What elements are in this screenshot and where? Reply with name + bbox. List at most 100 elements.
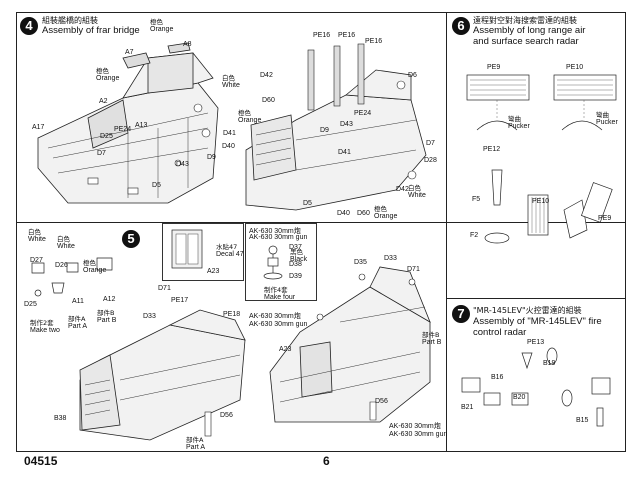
- label-d60: D60: [262, 97, 275, 104]
- label-pe16-2: PE16: [338, 32, 356, 39]
- label-gun-title-cn: AK-630 30mm炮: [249, 228, 301, 235]
- step-7-radar-drawing: [461, 347, 611, 427]
- step-4-title-en: Assembly of frar bridge: [42, 25, 140, 36]
- label-b38: B38: [54, 415, 67, 422]
- label-d39: D39: [289, 273, 302, 280]
- instruction-sheet-frame: [16, 12, 626, 452]
- label-pe24: PE24: [114, 126, 132, 133]
- step-7-title-en-1: Assembly of "MR-145LEV" fire: [473, 316, 602, 327]
- label-d56-right: D56: [375, 398, 388, 405]
- label-b19: B19: [543, 360, 556, 367]
- step-7-number: 7: [452, 305, 470, 323]
- gun-inset-box: [245, 223, 317, 301]
- label-a17: A17: [32, 124, 45, 131]
- label-a23-main: A23: [279, 346, 292, 353]
- label-d27: D27: [30, 257, 43, 264]
- label-d43: D43: [176, 161, 189, 168]
- label-d71-right: D71: [407, 266, 420, 273]
- label-d9: D9: [207, 154, 216, 161]
- label-a8: A8: [183, 41, 192, 48]
- label-d25: D25: [100, 133, 113, 140]
- label-d9-right: D9: [320, 127, 329, 134]
- label-d71: D71: [158, 285, 171, 292]
- kit-code: 04515: [24, 454, 58, 468]
- step-6-title-en-1: Assembly of long range air: [473, 25, 586, 36]
- label-pe16-3: PE16: [365, 38, 383, 45]
- step-7-title-cn: "MR-145LEV"火控雷達的組裝: [473, 306, 582, 315]
- step-4-bridge-drawing-right: [245, 43, 427, 211]
- label-a2: A2: [99, 98, 108, 105]
- step-6-title-en-2: and surface search radar: [473, 36, 579, 47]
- label-pe9: PE9: [487, 64, 501, 71]
- step-5-number: 5: [122, 230, 140, 248]
- step-4-title-cn: 組裝艦橋的組裝: [42, 16, 98, 25]
- step-5-hull-drawing-left: [79, 309, 246, 441]
- label-b21: B21: [461, 404, 474, 411]
- label-a7: A7: [125, 49, 134, 56]
- label-pe12: PE12: [483, 146, 501, 153]
- page-number: 6: [323, 454, 330, 468]
- label-pe17: PE17: [171, 297, 189, 304]
- label-d33-right: D33: [384, 255, 397, 262]
- step-6-radar-drawing: [466, 74, 617, 244]
- label-a12: A12: [103, 296, 116, 303]
- label-d43-right: D43: [340, 121, 353, 128]
- label-pe16-1: PE16: [313, 32, 331, 39]
- label-f5: F5: [472, 196, 481, 203]
- label-d41: D41: [223, 130, 236, 137]
- label-d60-right: D60: [357, 210, 370, 217]
- label-f2: F2: [470, 232, 479, 239]
- step-7-title-en-2: control radar: [473, 327, 527, 338]
- label-a13: A13: [135, 122, 148, 129]
- label-d25-step5: D25: [24, 301, 37, 308]
- label-b16: B16: [491, 374, 504, 381]
- label-a11: A11: [72, 298, 84, 305]
- label-pe18: PE18: [223, 311, 241, 318]
- label-pe10-b: PE10: [532, 198, 550, 205]
- divider-vertical: [446, 12, 448, 452]
- label-b20: B20: [513, 394, 526, 401]
- label-pe24-right: PE24: [354, 110, 372, 117]
- step-4-number: 4: [20, 17, 38, 35]
- label-d5-right: D5: [303, 200, 312, 207]
- label-d40: D40: [222, 143, 235, 150]
- step-5-hull-drawing-right: [269, 266, 431, 423]
- divider-mid-horizontal: [16, 222, 626, 224]
- decal-panel-drawing: [171, 229, 203, 269]
- label-d42: D42: [260, 72, 273, 79]
- label-d33: D33: [143, 313, 156, 320]
- step-5-small-parts-drawing: [31, 257, 113, 297]
- label-d38: D38: [289, 261, 302, 268]
- label-b15: B15: [576, 417, 589, 424]
- label-a23-inset: A23: [207, 268, 220, 275]
- step-6-number: 6: [452, 17, 470, 35]
- divider-step7: [446, 298, 626, 300]
- step-6-title-cn: 遠程對空對海搜索雷達的組裝: [473, 16, 577, 25]
- label-d6: D6: [408, 72, 417, 79]
- label-d42-right: D42: [396, 186, 409, 193]
- label-d37: D37: [289, 244, 302, 251]
- label-d5: D5: [152, 182, 161, 189]
- label-d7: D7: [97, 150, 106, 157]
- step-4-bridge-drawing-left: [37, 42, 219, 204]
- label-gun-title-en: AK-630 30mm gun: [249, 234, 308, 241]
- label-d56: D56: [220, 412, 233, 419]
